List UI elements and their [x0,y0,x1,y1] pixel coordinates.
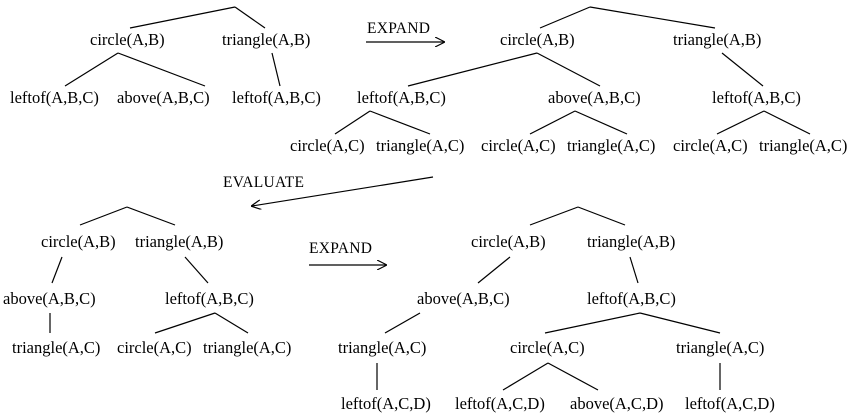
node-leftof-a-b-c: leftof(A,B,C) [357,88,446,107]
edge [763,110,811,135]
node-leftof-a-b-c: leftof(A,B,C) [712,88,801,107]
edge [502,362,549,391]
edge [629,256,639,284]
tree-evaluated: circle(A,B) triangle(A,B) above(A,B,C) l… [3,206,291,357]
node-circle-a-b: circle(A,B) [500,30,575,49]
step-label-expand: EXPAND [309,240,372,257]
edge [384,312,421,334]
edge [547,362,599,391]
node-circle-a-c: circle(A,C) [481,136,556,155]
arrow [252,176,434,206]
node-circle-a-c: circle(A,C) [117,338,192,357]
node-triangle-a-b: triangle(A,B) [673,30,761,49]
edge [271,52,281,87]
edge [64,52,119,87]
node-circle-a-c: circle(A,C) [510,338,585,357]
node-triangle-a-c: triangle(A,C) [567,136,655,155]
step-expand-1: EXPAND [366,20,444,42]
step-evaluate: EVALUATE [223,174,434,206]
edge [369,110,431,135]
node-triangle-a-c: triangle(A,C) [338,338,426,357]
node-triangle-a-c: triangle(A,C) [203,338,291,357]
edge [529,206,579,226]
tree-expanded: circle(A,B) triangle(A,B) leftof(A,B,C) … [290,6,847,155]
edge [529,110,576,135]
node-leftof-a-c-d: leftof(A,C,D) [341,394,431,413]
tree-initial: circle(A,B) triangle(A,B) leftof(A,B,C) … [10,6,321,107]
node-leftof-a-b-c: leftof(A,B,C) [165,289,254,308]
node-triangle-a-c: triangle(A,C) [12,338,100,357]
edge [539,6,591,29]
node-triangle-a-c: triangle(A,C) [676,338,764,357]
edge [536,52,601,87]
edge [574,110,628,135]
step-label-expand: EXPAND [367,20,430,37]
edge [589,6,716,29]
node-triangle-a-c: triangle(A,C) [376,136,464,155]
edge [184,256,209,284]
node-circle-a-b: circle(A,B) [471,232,546,251]
edge [126,206,176,226]
node-leftof-a-c-d: leftof(A,C,D) [455,394,545,413]
edge [721,52,764,87]
tree-expanded-again: circle(A,B) triangle(A,B) above(A,B,C) l… [338,206,775,413]
node-triangle-a-b: triangle(A,B) [587,232,675,251]
node-circle-a-b: circle(A,B) [41,232,116,251]
node-leftof-a-b-c: leftof(A,B,C) [10,88,99,107]
edge [154,312,216,334]
edge [117,52,206,87]
edge [639,312,721,334]
node-leftof-a-b-c: leftof(A,B,C) [232,88,321,107]
edge [544,312,641,334]
node-leftof-a-c-d: leftof(A,C,D) [685,394,775,413]
node-above-a-b-c: above(A,B,C) [417,289,510,308]
node-above-a-c-d: above(A,C,D) [570,394,663,413]
edge [577,206,626,226]
edge [51,256,63,284]
edge [234,6,266,29]
step-expand-2: EXPAND [309,240,386,265]
node-triangle-a-c: triangle(A,C) [759,136,847,155]
step-label-evaluate: EVALUATE [223,174,304,191]
edge [407,52,538,87]
edge [129,6,236,29]
node-circle-a-b: circle(A,B) [90,30,165,49]
node-above-a-b-c: above(A,B,C) [3,289,96,308]
edge [79,206,128,226]
node-triangle-a-b: triangle(A,B) [135,232,223,251]
edge [477,256,511,284]
node-triangle-a-b: triangle(A,B) [222,30,310,49]
node-circle-a-c: circle(A,C) [673,136,748,155]
node-above-a-b-c: above(A,B,C) [548,88,641,107]
edge [334,110,371,135]
edge [214,312,249,334]
node-leftof-a-b-c: leftof(A,B,C) [587,289,676,308]
node-circle-a-c: circle(A,C) [290,136,365,155]
edge [716,110,765,135]
node-above-a-b-c: above(A,B,C) [117,88,210,107]
